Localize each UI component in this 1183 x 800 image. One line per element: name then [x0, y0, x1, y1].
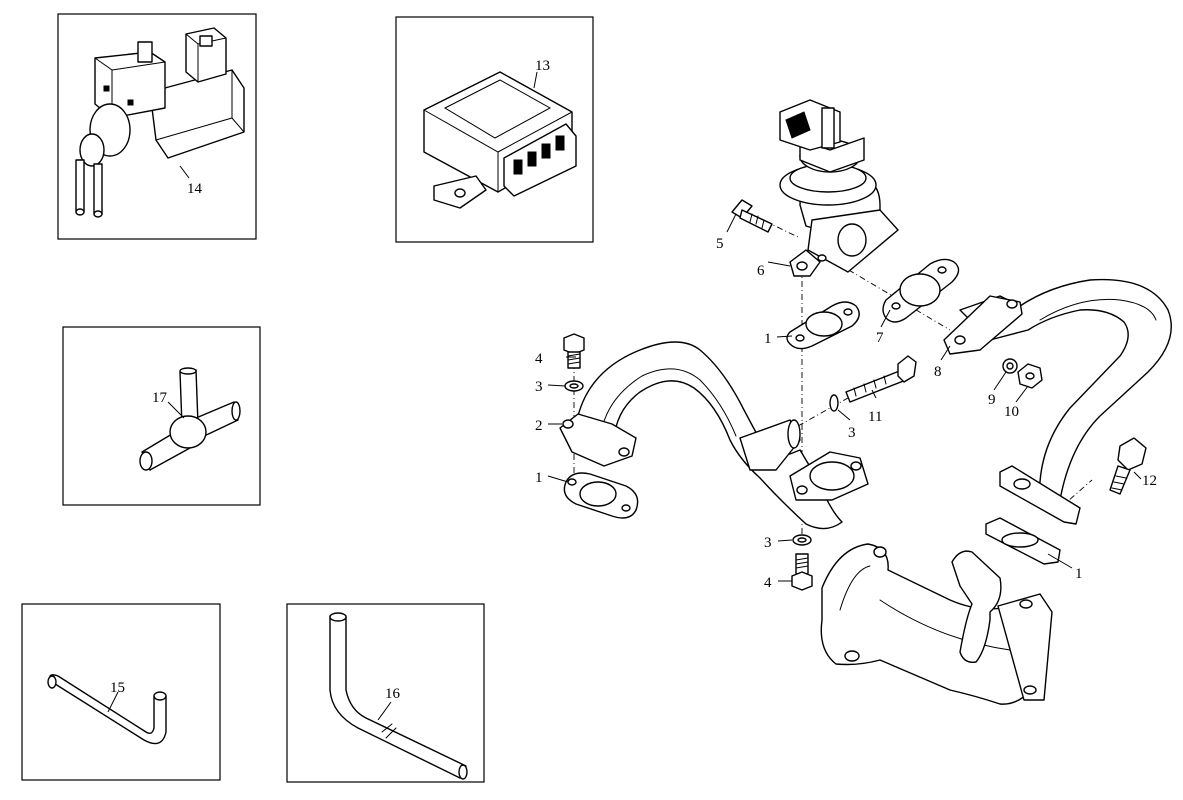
- egr-cooler: [820, 543, 1053, 705]
- gasket-upper: [786, 301, 860, 350]
- control-unit-drawing: [423, 71, 577, 209]
- callout-17: 17: [152, 390, 168, 406]
- callout-16: 16: [385, 686, 401, 702]
- callout-1-upper: 1: [764, 331, 772, 347]
- hose-16-drawing: [329, 612, 468, 780]
- callout-9: 9: [988, 392, 996, 408]
- egr-assembly: 6 5 1 7 8 9 10 4 3 2 1 3 11 3 4 12 1: [535, 99, 1172, 705]
- control-unit-panel: 13: [395, 16, 594, 243]
- callout-4-left: 4: [535, 351, 543, 367]
- callout-2: 2: [535, 418, 543, 434]
- bolt-left: [563, 333, 585, 392]
- bolt-12: [1109, 437, 1147, 495]
- egr-valve: [779, 99, 899, 273]
- hose-16-panel: 16: [286, 603, 485, 783]
- callout-3-right: 3: [848, 425, 856, 441]
- callout-6: 6: [757, 263, 765, 279]
- solenoid-valve-panel: 14: [57, 13, 257, 240]
- callout-5: 5: [716, 236, 724, 252]
- callout-11: 11: [868, 409, 882, 425]
- callout-10: 10: [1004, 404, 1019, 420]
- callout-14: 14: [187, 181, 203, 197]
- callout-1-left: 1: [535, 470, 543, 486]
- callout-1-lower-right: 1: [1075, 566, 1083, 582]
- callout-4-bottom: 4: [764, 575, 772, 591]
- washer-nut: [1002, 358, 1043, 389]
- gasket-lower-right: [985, 517, 1061, 565]
- solenoid-valve-drawing: [75, 27, 245, 218]
- egr-pipe-right: [943, 278, 1172, 525]
- bolt-valve: [731, 199, 773, 233]
- callout-15: 15: [110, 680, 125, 696]
- callout-3-left: 3: [535, 379, 543, 395]
- gasket-7: [882, 258, 960, 323]
- bolt-11: [829, 355, 917, 412]
- callout-7: 7: [876, 330, 884, 346]
- callout-13: 13: [535, 58, 550, 74]
- hose-15-panel: 15: [21, 603, 221, 781]
- hose-15-drawing: [47, 674, 167, 745]
- valve-flange: [789, 249, 827, 277]
- callout-3-bottom: 3: [764, 535, 772, 551]
- tee-connector-drawing: [139, 367, 241, 471]
- callout-8: 8: [934, 364, 942, 380]
- gasket-left: [563, 472, 639, 519]
- tee-connector-panel: 17: [62, 326, 261, 506]
- egr-pipe-left: [559, 341, 869, 530]
- bolt-bottom: [791, 534, 813, 591]
- callout-12: 12: [1142, 473, 1157, 489]
